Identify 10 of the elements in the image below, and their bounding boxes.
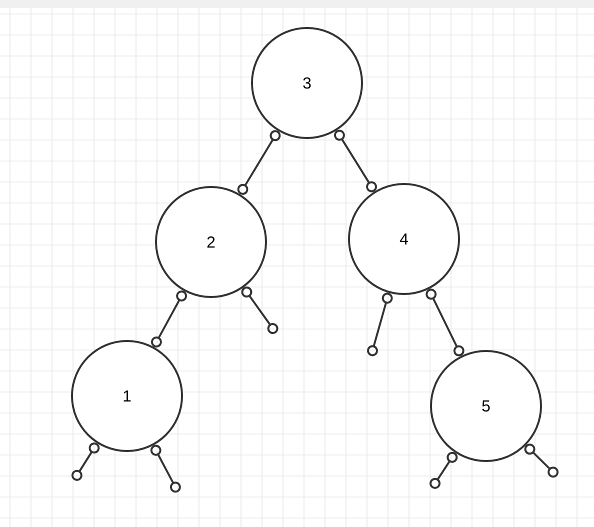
connector-line [430,452,458,489]
connector-line [237,130,281,195]
connector-line [426,288,464,356]
connector-line [150,290,188,348]
connector-line [334,130,378,192]
connector-line [241,286,278,334]
connector-line [150,444,181,493]
connector-line [367,292,393,356]
connector-line [71,442,100,481]
connector-line [524,444,559,478]
